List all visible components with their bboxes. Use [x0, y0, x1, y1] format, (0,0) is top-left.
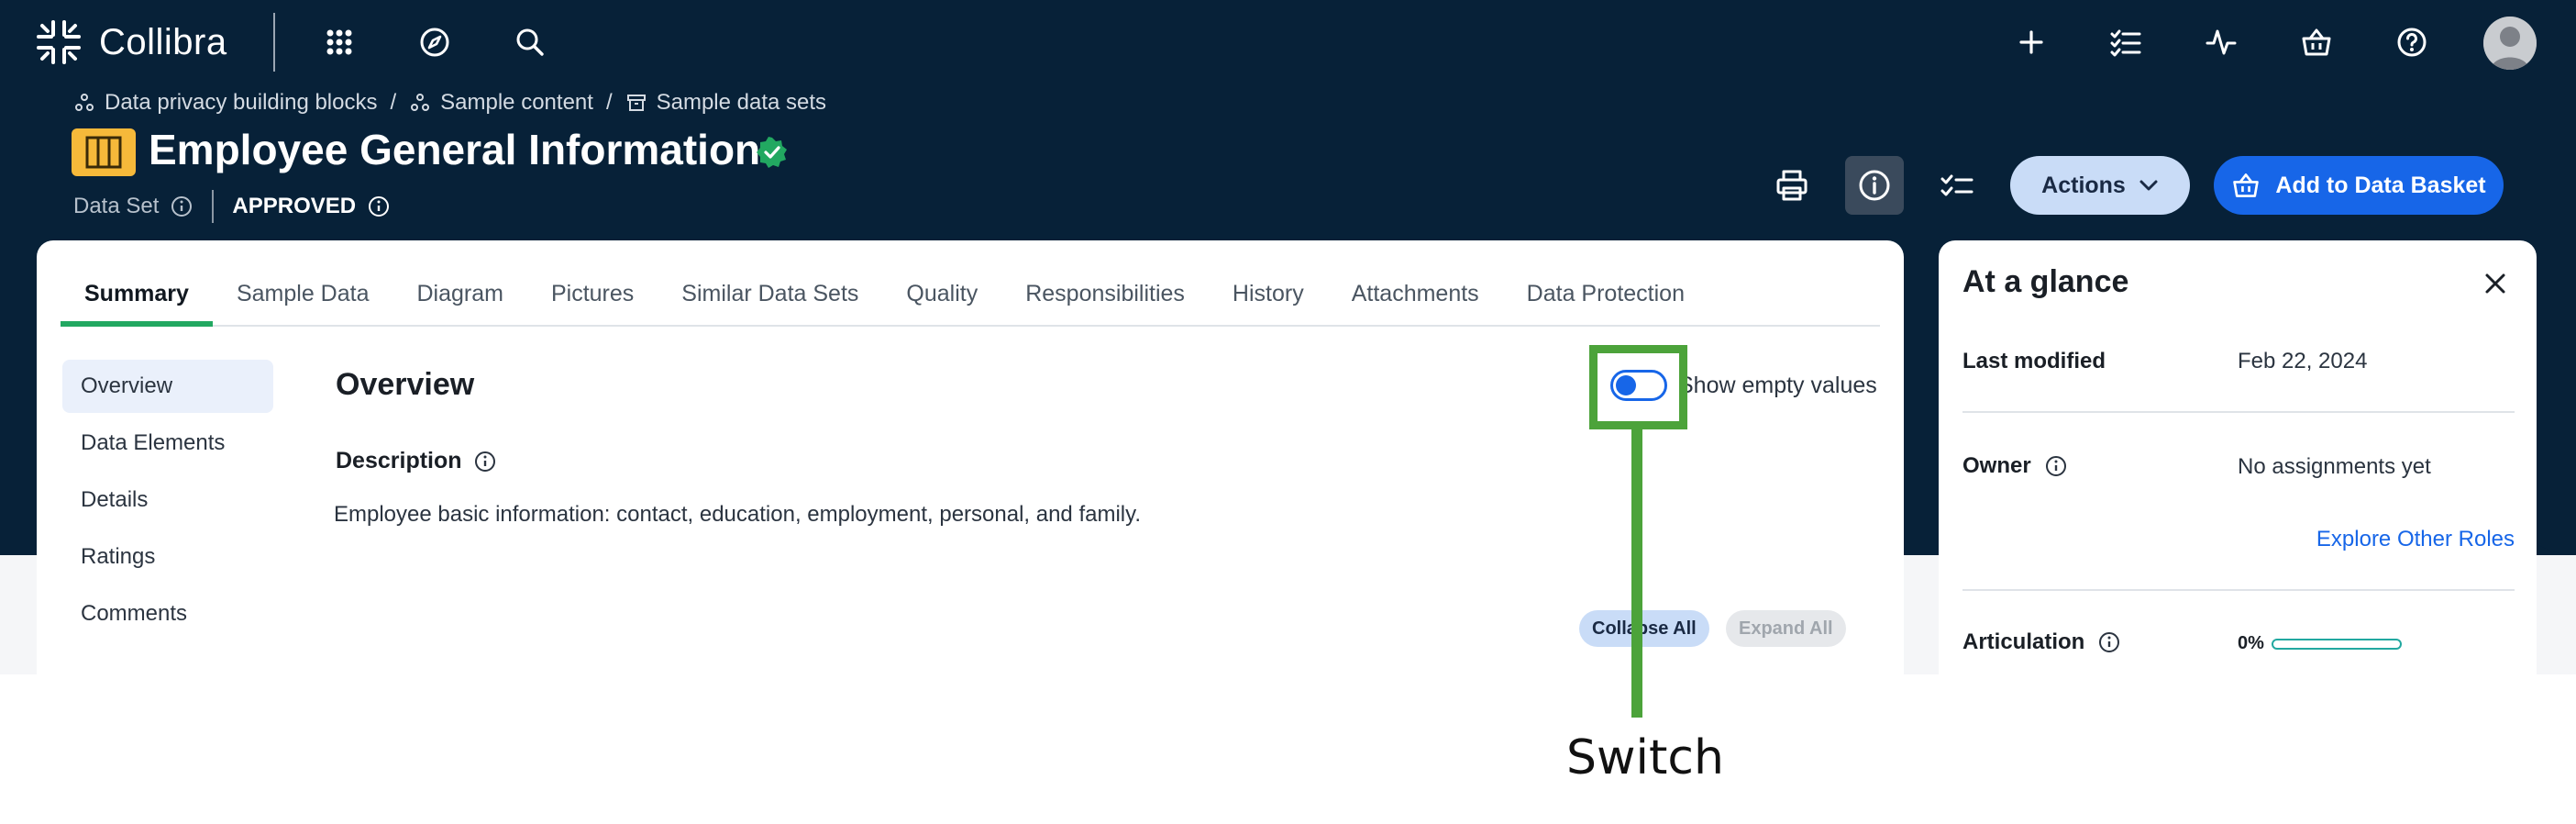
breadcrumb: Data privacy building blocks / Sample co…: [73, 90, 826, 116]
overview-title: Overview: [336, 367, 475, 402]
expand-all-button[interactable]: Expand All: [1726, 610, 1846, 647]
description-label: Description: [336, 448, 497, 474]
articulation-value: 0%: [2238, 633, 2264, 653]
last-modified-value: Feb 22, 2024: [2238, 349, 2368, 373]
show-empty-values-control: Show empty values: [1610, 370, 1877, 401]
description-heading: Description: [336, 448, 462, 473]
section-nav: Overview Data Elements Details Ratings C…: [62, 360, 273, 644]
owner-row: Owner: [1962, 453, 2068, 479]
app-name: Collibra: [99, 21, 227, 62]
section-nav-details[interactable]: Details: [81, 487, 149, 512]
at-a-glance-panel: At a glance Last modified Feb 22, 2024 O…: [1939, 240, 2537, 681]
tab-quality[interactable]: Quality: [906, 281, 978, 306]
collapse-all-button[interactable]: Collapse All: [1579, 610, 1709, 647]
asset-content-card: Summary Sample Data Diagram Pictures Sim…: [37, 240, 1904, 681]
close-icon[interactable]: [2480, 268, 2511, 299]
callout-label: Switch: [1566, 730, 1724, 785]
tab-bar: Summary Sample Data Diagram Pictures Sim…: [61, 277, 1880, 327]
breadcrumb-separator: /: [605, 90, 613, 115]
type-divider: [212, 190, 215, 223]
basket-icon[interactable]: [2298, 24, 2335, 61]
search-icon[interactable]: [512, 24, 548, 61]
add-to-data-basket-button[interactable]: Add to Data Basket: [2214, 156, 2504, 215]
info-icon[interactable]: [2044, 454, 2068, 478]
user-avatar-icon: [2483, 17, 2537, 70]
info-icon: [1859, 170, 1890, 201]
tab-summary[interactable]: Summary: [61, 277, 213, 327]
status-badge: APPROVED: [232, 194, 357, 218]
printer-icon: [1776, 170, 1808, 201]
articulation-progress: 0%: [2238, 633, 2402, 654]
actions-label: Actions: [2041, 172, 2126, 198]
breadcrumb-item[interactable]: Sample data sets: [656, 90, 827, 115]
user-avatar[interactable]: [2483, 17, 2537, 70]
last-modified-label: Last modified: [1962, 349, 2106, 373]
articulation-progress-bar: [2271, 638, 2402, 650]
articulation-row: Articulation: [1962, 629, 2121, 655]
info-icon[interactable]: [2097, 630, 2121, 654]
last-modified-row: Last modified: [1962, 349, 2106, 374]
switch-knob: [1616, 375, 1636, 395]
section-nav-ratings[interactable]: Ratings: [81, 544, 156, 569]
at-a-glance-title: At a glance: [1962, 264, 2129, 299]
section-nav-comments[interactable]: Comments: [81, 601, 188, 626]
tab-similar-data-sets[interactable]: Similar Data Sets: [681, 281, 859, 306]
articulation-label: Articulation: [1962, 629, 2085, 654]
show-empty-values-switch[interactable]: [1610, 370, 1667, 401]
breadcrumb-item[interactable]: Sample content: [440, 90, 593, 115]
plus-icon[interactable]: [2013, 24, 2050, 61]
tab-responsibilities[interactable]: Responsibilities: [1025, 281, 1185, 306]
info-icon[interactable]: [367, 195, 391, 218]
callout-highlight-box: [1589, 345, 1687, 429]
tab-diagram[interactable]: Diagram: [416, 281, 503, 306]
domain-icon: [626, 95, 646, 111]
apps-grid-icon[interactable]: [321, 24, 358, 61]
tasks-button[interactable]: [1928, 156, 1986, 215]
panel-divider: [1962, 411, 2515, 413]
chevron-down-icon: [2139, 180, 2158, 191]
community-icon: [411, 94, 430, 111]
top-bar-divider: [273, 13, 275, 72]
info-icon[interactable]: [473, 450, 497, 473]
tasks-icon: [1940, 174, 1973, 196]
community-icon: [75, 94, 94, 111]
basket-icon: [2233, 173, 2260, 197]
top-bar: Collibra: [0, 0, 2576, 84]
page-title: Employee General Information: [149, 126, 761, 173]
help-icon[interactable]: [2394, 24, 2430, 61]
section-nav-overview[interactable]: Overview: [62, 360, 273, 413]
explore-other-roles-link[interactable]: Explore Other Roles: [2316, 527, 2515, 551]
activity-icon[interactable]: [2203, 24, 2239, 61]
callout-leader-line: [1631, 429, 1642, 718]
section-nav-data-elements[interactable]: Data Elements: [81, 430, 226, 455]
info-panel-button[interactable]: [1845, 156, 1904, 215]
add-to-data-basket-label: Add to Data Basket: [2275, 172, 2486, 198]
verified-badge-icon: [757, 137, 787, 168]
asset-type-row: Data Set APPROVED: [73, 190, 391, 223]
tab-pictures[interactable]: Pictures: [550, 281, 635, 306]
asset-type: Data Set: [73, 194, 160, 218]
data-set-icon: [72, 128, 136, 176]
actions-button[interactable]: Actions: [2010, 156, 2190, 215]
info-icon[interactable]: [170, 195, 193, 218]
tab-sample-data[interactable]: Sample Data: [236, 281, 370, 306]
owner-value: No assignments yet: [2238, 454, 2431, 479]
tab-attachments[interactable]: Attachments: [1351, 281, 1479, 306]
description-text: Employee basic information: contact, edu…: [334, 502, 1142, 527]
owner-label: Owner: [1962, 453, 2031, 478]
breadcrumb-separator: /: [390, 90, 397, 115]
breadcrumb-item[interactable]: Data privacy building blocks: [105, 90, 378, 115]
panel-divider: [1962, 589, 2515, 591]
tasks-icon[interactable]: [2107, 24, 2144, 61]
show-empty-values-label: Show empty values: [1678, 372, 1877, 398]
tab-data-protection[interactable]: Data Protection: [1526, 281, 1685, 306]
collibra-logo[interactable]: Collibra: [35, 18, 227, 66]
tab-history[interactable]: History: [1232, 281, 1304, 306]
print-button[interactable]: [1763, 156, 1821, 215]
collibra-logo-icon: [37, 20, 81, 64]
compass-icon[interactable]: [416, 24, 453, 61]
